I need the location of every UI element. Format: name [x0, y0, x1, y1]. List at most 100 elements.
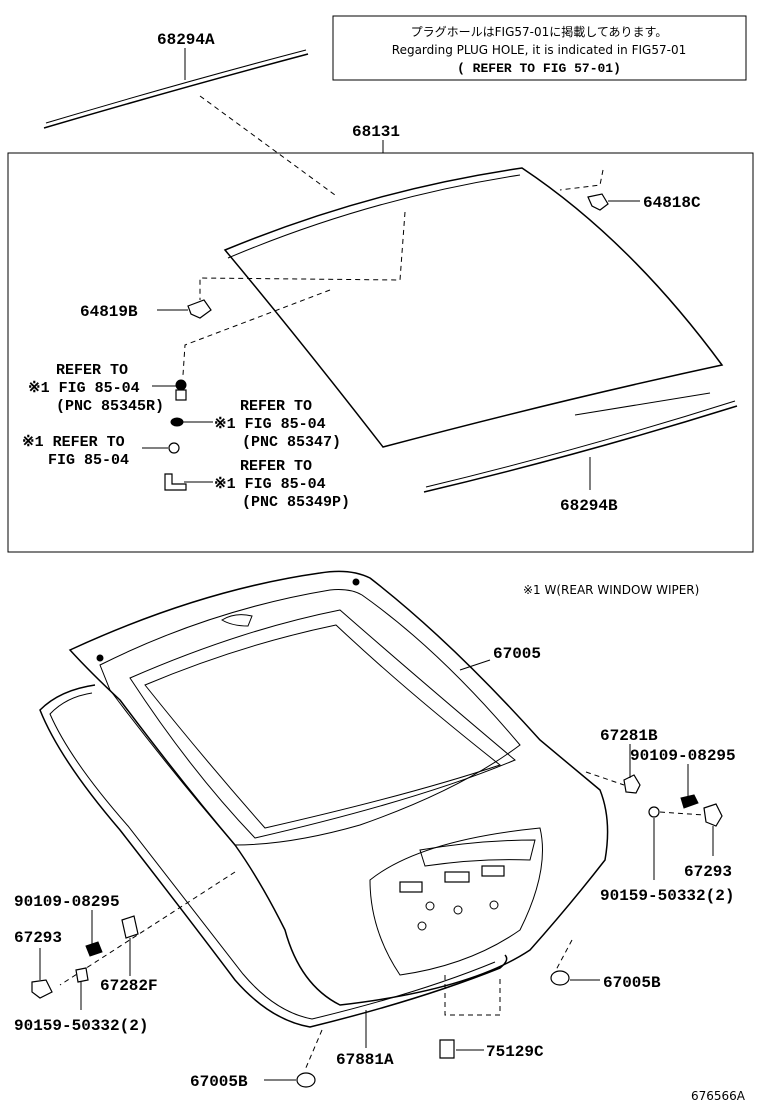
dash-75129C	[444, 975, 501, 1016]
ref1-line-2: ※1 FIG 85-04	[28, 380, 140, 397]
cushion-67005B-right[interactable]: 67005B	[550, 939, 661, 992]
license-garnish	[419, 839, 536, 867]
wiper-hose-joint[interactable]	[164, 473, 187, 491]
weatherstrip-inner	[49, 692, 496, 1020]
label-67293-r: 67293	[684, 863, 732, 881]
leader-67005	[459, 659, 491, 671]
weatherstrip-67881A[interactable]: 67881A	[39, 684, 508, 1069]
molding-68294A[interactable]: 68294A	[43, 31, 336, 196]
dash-hinge-left	[59, 871, 236, 986]
label-90159-r: 90159-50332(2)	[600, 887, 734, 905]
molding-68294B[interactable]: 68294B	[423, 400, 738, 515]
license-plate-recess	[369, 827, 543, 976]
plate-hole-1	[425, 901, 435, 911]
ref3-line-1: ※1 REFER TO	[22, 434, 125, 451]
molding-upper-outer	[43, 53, 309, 129]
label-67881A: 67881A	[336, 1051, 394, 1069]
dash-90159-r	[659, 811, 705, 816]
cushion-67005B-r-shape	[550, 970, 570, 986]
cap-67281B	[623, 774, 641, 794]
wiper-washer[interactable]	[170, 417, 184, 427]
molding-upper-inner	[45, 49, 307, 124]
plate-hole-4	[417, 921, 427, 931]
stop-lamp-cover	[221, 614, 253, 627]
bolt-90109-r	[680, 794, 699, 809]
ref2-line-1: REFER TO	[240, 398, 312, 415]
plate-hole-2	[453, 905, 463, 915]
cushion-75129C-shape	[439, 1039, 455, 1059]
label-67293-l: 67293	[14, 929, 62, 947]
label-67282F: 67282F	[100, 977, 158, 995]
clip-67282F	[121, 915, 139, 939]
cushion-75129C[interactable]: 75129C	[439, 975, 544, 1061]
clip-64818C-shape	[587, 193, 609, 211]
ref4-line-2: ※1 FIG 85-04	[214, 476, 326, 493]
door-outer	[68, 570, 609, 1006]
note-line-1: プラグホールはFIG57-01に掲載してあります。	[411, 24, 668, 39]
label-90109-r: 90109-08295	[630, 747, 736, 765]
glass-heater-line	[574, 392, 711, 416]
glass-outline	[223, 167, 724, 448]
label-67281B: 67281B	[600, 727, 658, 745]
wiper-ref-85349P: REFER TO ※1 FIG 85-04 (PNC 85349P)	[164, 458, 350, 511]
label-67005B-b: 67005B	[190, 1073, 248, 1091]
label-67005B-r: 67005B	[603, 974, 661, 992]
cushion-67005B-bottom[interactable]: 67005B	[190, 1029, 323, 1091]
bolt-90159-l	[75, 967, 89, 983]
hinge-left[interactable]: 90109-08295 67293 67282F 90159-50332(2)	[14, 871, 236, 1035]
hinge-right[interactable]: 67281B 90109-08295 67293 90159-50332(2)	[585, 727, 736, 905]
note-line-3: ( REFER TO FIG 57-01)	[457, 61, 621, 76]
wiper-cap[interactable]	[168, 442, 180, 454]
door-hole-left	[96, 654, 104, 662]
hinge-67293-r	[703, 803, 723, 827]
door-window-opening	[144, 624, 502, 829]
bolt-90159-r	[648, 806, 660, 818]
back-glass-68131[interactable]	[182, 167, 724, 448]
wiper-legend: ※1 W(REAR WINDOW WIPER)	[523, 583, 699, 597]
weatherstrip-outer	[39, 684, 508, 1028]
ref4-line-3: (PNC 85349P)	[242, 494, 350, 511]
ref4-line-1: REFER TO	[240, 458, 312, 475]
label-90159-l: 90159-50332(2)	[14, 1017, 148, 1035]
diagram-id: 676566A	[691, 1089, 746, 1103]
wiper-pivot-nut[interactable]	[175, 379, 187, 391]
door-window-inner	[129, 609, 516, 839]
molding-lower-inner	[425, 400, 736, 488]
dash-67005B-r	[555, 939, 573, 971]
ref1-line-3: (PNC 85345R)	[56, 398, 164, 415]
label-90109-l: 90109-08295	[14, 893, 120, 911]
ref3-line-2: FIG 85-04	[48, 452, 129, 469]
ref2-line-2: ※1 FIG 85-04	[214, 416, 326, 433]
clip-64818C[interactable]: 64818C	[587, 193, 701, 212]
label-68294A: 68294A	[157, 31, 215, 49]
license-lamp-mid	[444, 871, 470, 883]
license-lamp-right	[481, 865, 505, 877]
license-lamp-left	[399, 881, 423, 893]
dash-wiper	[182, 289, 331, 376]
note-line-2: Regarding PLUG HOLE, it is indicated in …	[392, 43, 686, 57]
dash-68294A	[199, 95, 336, 196]
bolt-90109-l	[85, 941, 103, 957]
clip-64819B-shape	[187, 299, 212, 319]
dash-67005B-b	[304, 1029, 323, 1071]
door-hole-right	[352, 578, 360, 586]
label-64819B: 64819B	[80, 303, 138, 321]
wiper-ref-fig8504: ※1 REFER TO FIG 85-04	[22, 434, 180, 469]
hinge-67293-l	[31, 979, 53, 999]
glass-frame-box	[7, 152, 754, 553]
note-box	[332, 15, 747, 81]
dash-67281B	[585, 771, 625, 786]
door-window-frame	[99, 589, 521, 846]
glass-edge	[227, 174, 521, 259]
dash-64818C	[559, 169, 604, 191]
wiper-ref-85345R: REFER TO ※1 FIG 85-04 (PNC 85345R)	[28, 362, 187, 415]
label-64818C: 64818C	[643, 194, 701, 212]
plug-hole-note: プラグホールはFIG57-01に掲載してあります。 Regarding PLUG…	[332, 15, 747, 81]
label-67005: 67005	[493, 645, 541, 663]
label-75129C: 75129C	[486, 1043, 544, 1061]
back-door-67005[interactable]: 67005	[68, 570, 609, 1006]
label-68131: 68131	[352, 123, 400, 141]
clip-64819B[interactable]: 64819B	[80, 299, 212, 321]
wiper-pivot-body	[175, 389, 187, 401]
